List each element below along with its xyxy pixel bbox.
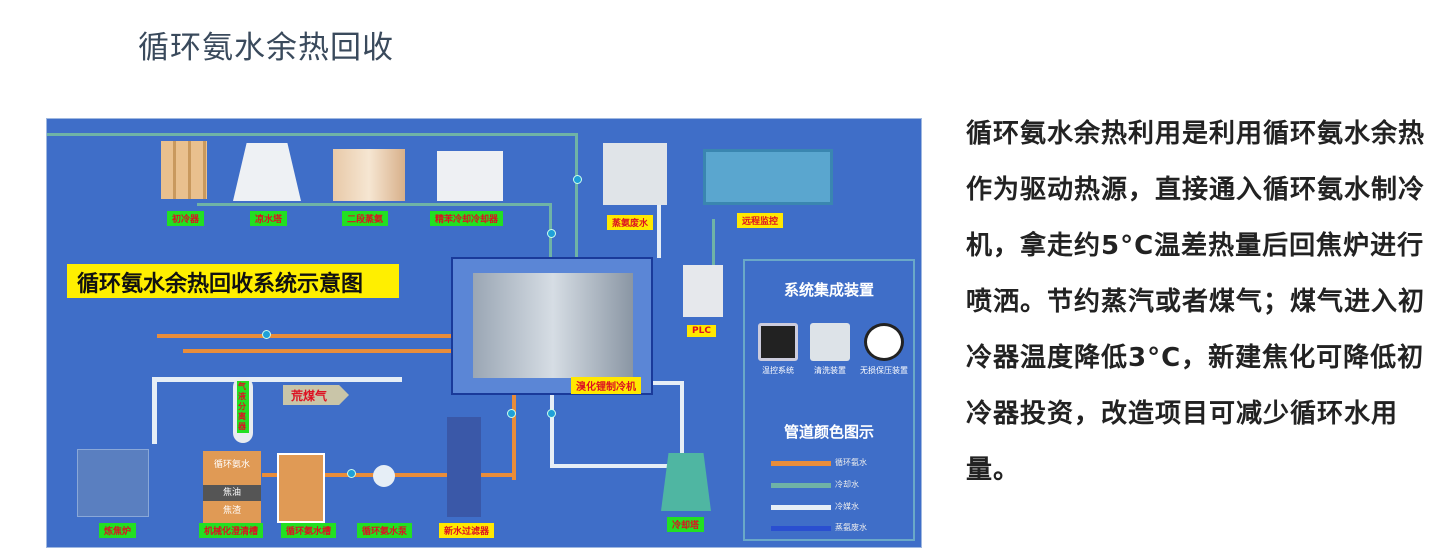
legend-swatch <box>771 461 831 466</box>
legend-swatch <box>771 526 831 531</box>
cooling-tower-icon <box>233 143 301 201</box>
diagram-title: 循环氨水余热回收系统示意图 <box>67 264 399 298</box>
device-pressure: 无损保压装置 <box>859 323 909 376</box>
label-ammonia-wastewater: 蒸氨废水 <box>607 215 654 230</box>
label-coke-oven: 炼焦炉 <box>99 523 137 538</box>
legend-label: 蒸氨废水 <box>835 523 867 532</box>
label-cooling-tower-bottom: 冷却塔 <box>667 517 705 532</box>
label-benzene-cooler: 精苯冷却冷却器 <box>430 211 504 226</box>
label-primary-cooler: 初冷器 <box>167 211 205 226</box>
ammonia-tank-icon <box>277 453 325 523</box>
label-remote-monitoring: 远程监控 <box>737 213 784 228</box>
description-text: 循环氨水余热利用是利用循环氨水余热作为驱动热源，直接通入循环氨水制冷机，拿走约5… <box>966 119 1426 485</box>
cooling-tower-bottom-icon <box>661 453 711 511</box>
device-cleaning: 清洗装置 <box>805 323 855 376</box>
primary-cooler-icon <box>161 141 207 199</box>
legend-swatch <box>771 483 831 488</box>
clarifier-tank: 循环氨水 焦油 焦渣 <box>203 451 261 525</box>
label-ammonia-pump: 循环氨水泵 <box>357 523 413 538</box>
coke-oven-icon <box>77 449 149 517</box>
label-chiller: 溴化锂制冷机 <box>571 377 641 394</box>
legend-swatch <box>771 505 831 510</box>
legend-title: 管道颜色图示 <box>783 423 874 441</box>
label-ammonia-stage: 二段蒸氨 <box>342 211 389 226</box>
integration-panel: 系统集成装置 温控系统 清洗装置 无损保压装置 管道颜色图示 循环氨水 冷却水 … <box>743 259 915 541</box>
label-plc: PLC <box>687 325 716 337</box>
legend-label: 冷却水 <box>835 480 859 489</box>
ammonia-still-icon <box>603 143 667 205</box>
filter-icon <box>447 417 481 517</box>
label-filter: 新水过滤器 <box>439 523 495 538</box>
device-temp-control: 温控系统 <box>753 323 803 376</box>
label-clarifier: 机械化澄清槽 <box>199 523 264 538</box>
plc-cabinet-icon <box>683 265 723 317</box>
process-diagram: 初冷器 凉水塔 二段蒸氨 精苯冷却冷却器 蒸氨废水 远程监控 循环氨水余热回收系… <box>46 118 922 548</box>
legend-label: 冷媒水 <box>835 502 859 511</box>
raw-gas-arrow: 荒煤气 <box>283 385 349 405</box>
legend-label: 循环氨水 <box>835 458 867 467</box>
remote-monitor-icon <box>703 149 833 205</box>
page-title: 循环氨水余热回收 <box>138 30 394 66</box>
pump-icon <box>373 465 395 487</box>
cooler-icon <box>437 151 503 201</box>
panel-title: 系统集成装置 <box>783 281 874 299</box>
chiller-box: 溴化锂制冷机 <box>451 257 653 395</box>
label-cooling-tower: 凉水塔 <box>250 211 288 226</box>
label-ammonia-tank: 循环氨水槽 <box>281 523 337 538</box>
label-separator: 气液分离器 <box>237 381 249 433</box>
chiller-icon <box>473 273 633 378</box>
tank-icon <box>333 149 405 201</box>
